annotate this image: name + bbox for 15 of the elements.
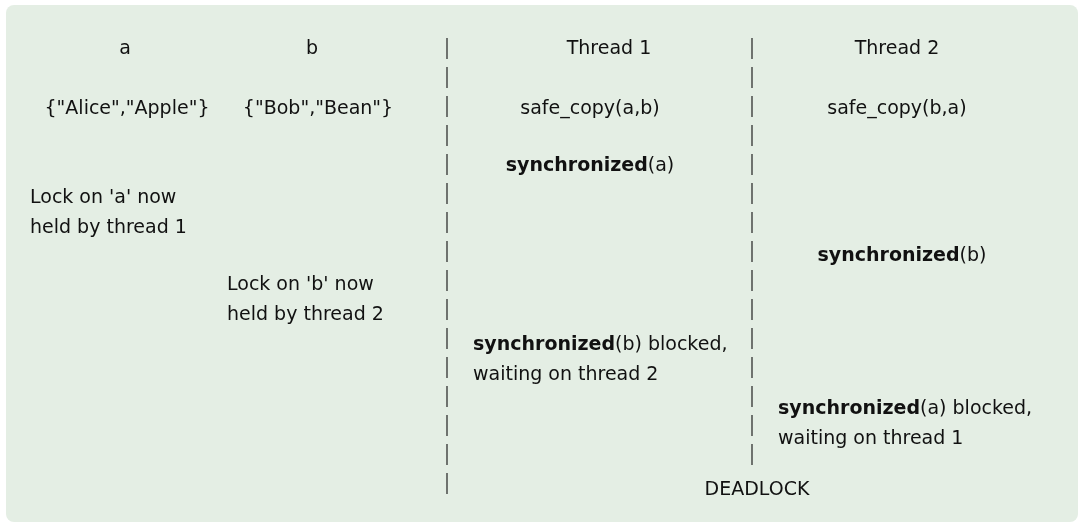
column-heading: a bbox=[119, 35, 131, 60]
code-text: safe_copy(b,a) bbox=[827, 95, 967, 121]
code-text: synchronized(a) bbox=[505, 152, 675, 177]
value-text: {"Bob","Bean"} bbox=[242, 95, 394, 120]
value-text: {"Alice","Apple"} bbox=[44, 95, 210, 120]
note-text: Lock on 'a' now held by thread 1 bbox=[30, 184, 188, 239]
note-text: Lock on 'b' now held by thread 2 bbox=[227, 271, 385, 326]
status-text: DEADLOCK bbox=[704, 476, 810, 501]
code-text: safe_copy(a,b) bbox=[520, 95, 660, 121]
note-text: synchronized(b) blocked, waiting on thread 2 bbox=[473, 331, 729, 386]
column-heading: Thread 1 bbox=[566, 35, 652, 60]
note-text: synchronized(a) blocked, waiting on thread 1 bbox=[778, 395, 1034, 450]
code-text: synchronized(b) bbox=[817, 242, 987, 267]
column-heading: Thread 2 bbox=[854, 35, 940, 60]
column-heading: b bbox=[305, 35, 319, 60]
